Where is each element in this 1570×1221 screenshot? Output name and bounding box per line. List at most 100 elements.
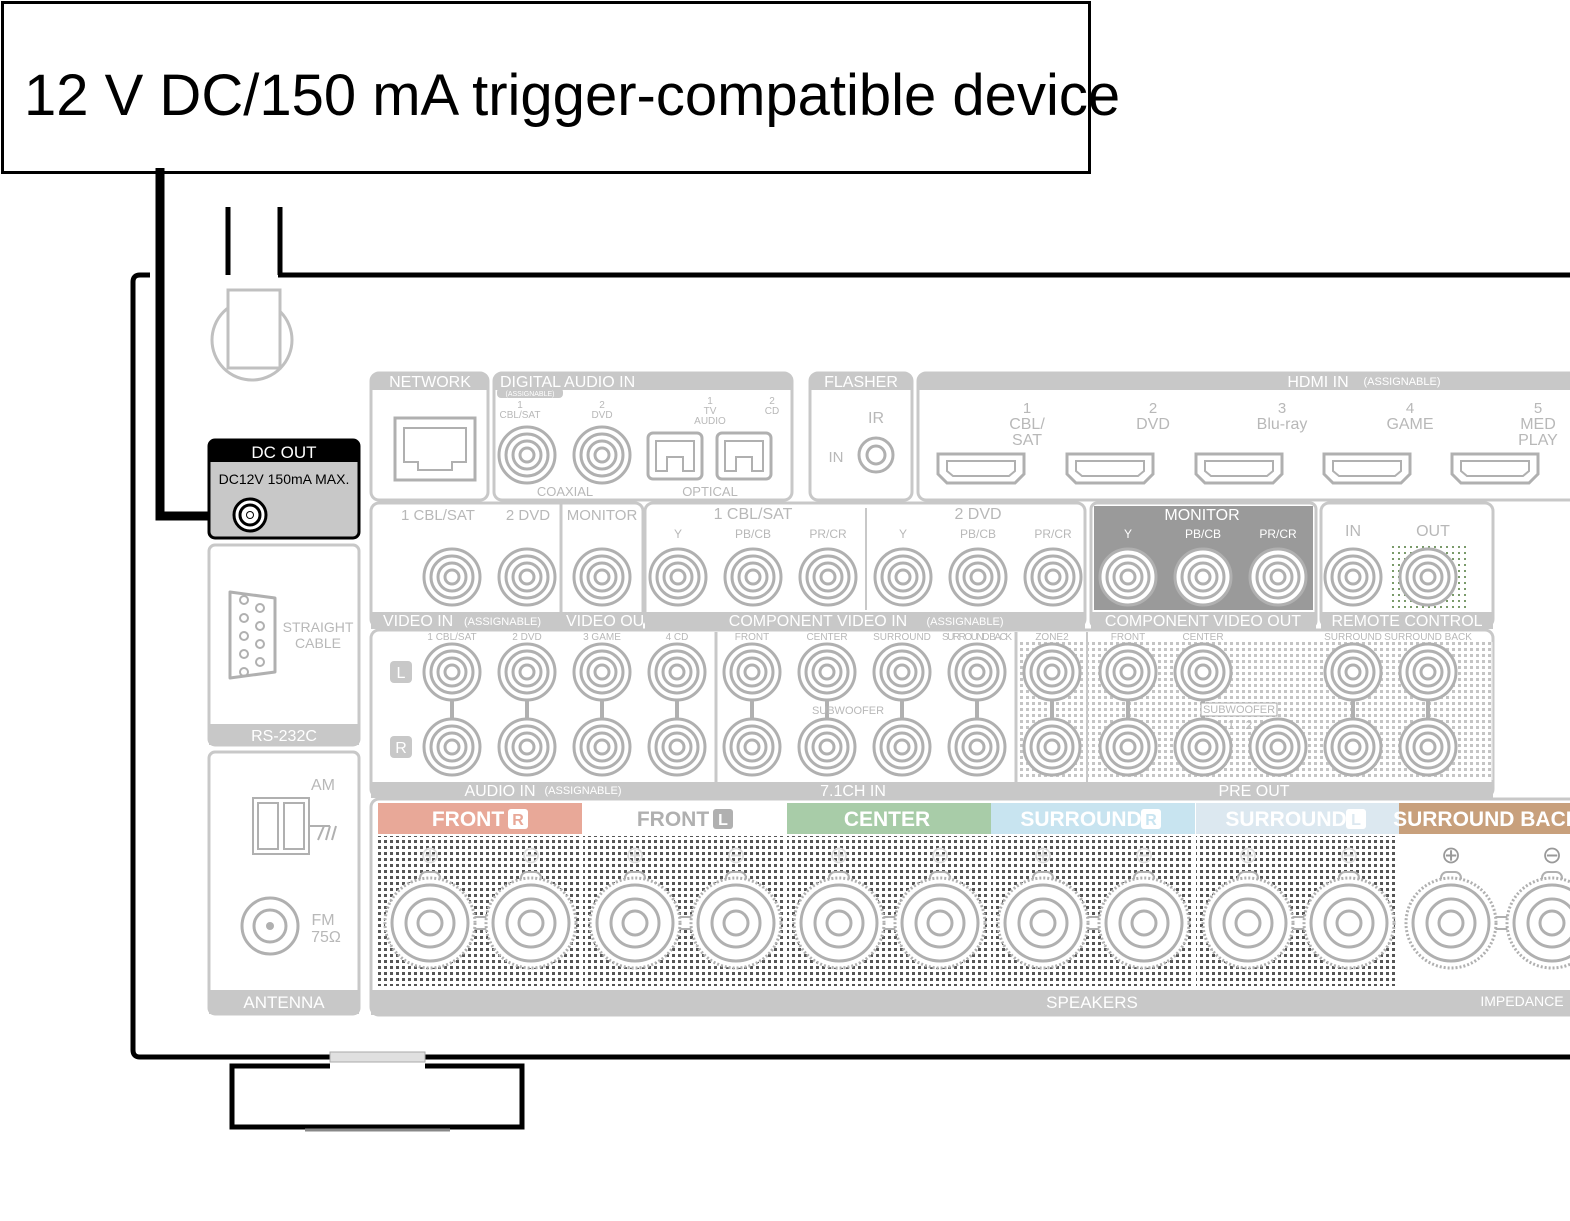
minus-icon: ⊖ xyxy=(930,842,950,869)
speaker-5-minus-terminal[interactable] xyxy=(1302,876,1396,970)
am-terminal[interactable] xyxy=(252,797,310,855)
plus-icon: ⊕ xyxy=(1033,842,1053,869)
speaker-1-plus-terminal[interactable] xyxy=(383,876,477,970)
foot-slot xyxy=(329,1051,426,1063)
component-in-1-y-jack[interactable] xyxy=(648,547,708,607)
component-in-y-label: Y xyxy=(674,527,682,541)
audio-jack-top-9[interactable] xyxy=(1022,642,1082,702)
hdmi-5-port[interactable] xyxy=(1450,452,1540,485)
audio-jack-top-6[interactable] xyxy=(797,642,857,702)
speaker-3-plus-terminal[interactable] xyxy=(792,876,886,970)
audio-jack-bottom-12[interactable] xyxy=(1323,717,1383,777)
am-label: AM xyxy=(311,777,335,794)
straight-label: STRAIGHT xyxy=(283,619,354,635)
audio-jack-bottom-8[interactable] xyxy=(947,717,1007,777)
minus-icon: ⊖ xyxy=(1339,842,1359,869)
hdmi-assignable-label: (ASSIGNABLE) xyxy=(1363,376,1440,388)
optical-2-port[interactable] xyxy=(715,431,773,481)
audio-jack-bottom-7[interactable] xyxy=(872,717,932,777)
audio-jack-top-8[interactable] xyxy=(947,642,1007,702)
component-out-pr-label: PR/CR xyxy=(1259,527,1297,541)
speaker-4-minus-terminal[interactable] xyxy=(1097,876,1191,970)
speaker-4-plus-terminal[interactable] xyxy=(996,876,1090,970)
audio-jack-top-11[interactable] xyxy=(1173,642,1233,702)
audio-jack-top-4[interactable] xyxy=(647,642,707,702)
hdmi-3-port[interactable] xyxy=(1194,452,1284,485)
trigger-device-box: 12 V DC/150 mA trigger-compatible device xyxy=(1,1,1120,174)
coax1-src: CBL/SAT xyxy=(500,410,541,421)
audio-jack-bottom-4[interactable] xyxy=(647,717,707,777)
speaker-1-minus-terminal[interactable] xyxy=(484,876,578,970)
audio-jack-top-5[interactable] xyxy=(722,642,782,702)
speaker-2-minus-terminal[interactable] xyxy=(689,876,783,970)
audio-jack-top-7[interactable] xyxy=(872,642,932,702)
speaker-3-minus-terminal[interactable] xyxy=(893,876,987,970)
audio-jack-bottom-6[interactable] xyxy=(797,717,857,777)
audio-jack-bottom-11[interactable] xyxy=(1173,717,1233,777)
remote-out-jack[interactable] xyxy=(1398,547,1458,607)
audio-jack-bottom-5[interactable] xyxy=(722,717,782,777)
component-out-jacks xyxy=(1098,547,1308,607)
speaker-group-6: SURROUND BACK⊕⊖ xyxy=(1393,803,1570,986)
component-in-2-pr-jack[interactable] xyxy=(1023,547,1083,607)
component-out-y-jack[interactable] xyxy=(1098,547,1158,607)
component-out-pr-jack[interactable] xyxy=(1248,547,1308,607)
flasher-section: FLASHER IR IN xyxy=(808,371,914,502)
coaxial-2-jack[interactable] xyxy=(572,425,632,485)
speaker-6-plus-terminal[interactable] xyxy=(1404,876,1498,970)
component-in-1-pb-jack[interactable] xyxy=(723,547,783,607)
audio-jack-top-13[interactable] xyxy=(1398,642,1458,702)
sub2-label: 2 xyxy=(1246,718,1253,732)
dc-out-block: DC OUT DC12V 150mA MAX. xyxy=(207,438,361,540)
coaxial-1-jack[interactable] xyxy=(497,425,557,485)
audio-jack-top-2[interactable] xyxy=(497,642,557,702)
audio-jack-bottom-10[interactable] xyxy=(1098,717,1158,777)
speaker-2-plus-terminal[interactable] xyxy=(588,876,682,970)
component-video-in-label: COMPONENT VIDEO IN xyxy=(729,613,907,630)
audio-jack-top-10[interactable] xyxy=(1098,642,1158,702)
audio-jack-bottom-9[interactable] xyxy=(1022,717,1082,777)
video-out-monitor-jack[interactable] xyxy=(572,547,632,607)
ch71-3-label: SURROUND xyxy=(873,632,931,643)
audio-jack-bottom-13[interactable] xyxy=(1398,717,1458,777)
hdmi-3-label: Blu-ray xyxy=(1257,416,1308,433)
speaker-5-plus-terminal[interactable] xyxy=(1201,876,1295,970)
impedance-label: IMPEDANCE xyxy=(1480,993,1563,1009)
speakers-label: SPEAKERS xyxy=(1046,993,1138,1012)
hdmi-in-label: HDMI IN xyxy=(1287,374,1348,391)
audio-jack-top-12[interactable] xyxy=(1323,642,1383,702)
video-in-2-jack[interactable] xyxy=(497,547,557,607)
component-in-2-pb-jack[interactable] xyxy=(948,547,1008,607)
hdmi-1-port[interactable] xyxy=(936,452,1026,485)
component-video-out-label: COMPONENT VIDEO OUT xyxy=(1105,613,1301,630)
rs232c-port[interactable] xyxy=(228,590,277,680)
audio-jack-top-1[interactable] xyxy=(422,642,482,702)
audio-jack-bottom-3[interactable] xyxy=(572,717,632,777)
remote-in-jack[interactable] xyxy=(1323,547,1383,607)
audio-jack-bottom-2[interactable] xyxy=(497,717,557,777)
hdmi-2-num: 2 xyxy=(1149,400,1157,417)
speaker-3-name: CENTER xyxy=(844,808,930,831)
audio-jack-bottom-1[interactable] xyxy=(422,717,482,777)
hdmi-2-port[interactable] xyxy=(1065,452,1155,485)
remote-out-label: OUT xyxy=(1416,523,1450,540)
minus-icon: ⊖ xyxy=(521,842,541,869)
subwoofer-2-jack[interactable] xyxy=(1248,717,1308,777)
hdmi-4-port[interactable] xyxy=(1322,452,1412,485)
opt1-src: TV xyxy=(704,406,717,417)
optical-1-port[interactable] xyxy=(646,431,704,481)
component-in-2-y-jack[interactable] xyxy=(873,547,933,607)
dc-out-jack[interactable] xyxy=(247,512,253,518)
audio-jack-top-3[interactable] xyxy=(572,642,632,702)
flasher-jack[interactable] xyxy=(857,436,895,474)
ch71-in-label: 7.1CH IN xyxy=(820,783,886,800)
component-out-pb-jack[interactable] xyxy=(1173,547,1233,607)
video-in-1-jack[interactable] xyxy=(422,547,482,607)
rs232c-label: RS-232C xyxy=(251,728,317,745)
component-in-pb-label: PB/CB xyxy=(735,527,771,541)
component-in-1-pr-jack[interactable] xyxy=(798,547,858,607)
